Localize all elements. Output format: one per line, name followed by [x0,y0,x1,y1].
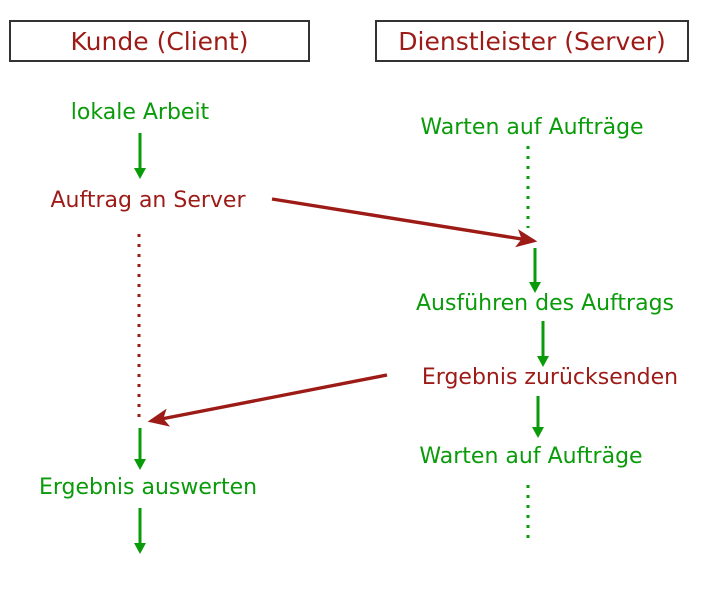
arrow-head [134,543,146,554]
client-arrow-end [133,508,147,554]
arrow-shaft [138,133,142,168]
lane-header-client: Kunde (Client) [9,20,310,62]
arrow-shaft [138,508,142,543]
client-step-ergebnis-auswerten: Ergebnis auswerten [38,475,258,500]
client-step-auftrag-an-server: Auftrag an Server [50,188,246,213]
message-arrow-response [147,373,388,427]
lane-header-server: Dienstleister (Server) [375,20,689,62]
server-arrow-to-warten-2 [531,396,545,438]
arrow-head [529,282,541,293]
client-arrow-to-ergebnis-auswerten [133,428,147,470]
arrow-shaft [533,248,537,282]
client-lifeline-waiting [137,234,141,417]
client-arrow-lokale-arbeit-to-auftrag [133,133,147,179]
arrow-head [134,168,146,179]
server-arrow-to-ausfuehren [528,248,542,293]
server-arrow-to-ergebnis-zuruecksenden [536,321,550,367]
arrow-head [537,356,549,367]
server-step-warten-auf-auftraege-1: Warten auf Aufträge [420,115,644,140]
server-step-ausfuehren-des-auftrags: Ausführen des Auftrags [415,291,675,316]
arrow-shaft [138,428,142,459]
arrow-shaft [541,321,545,356]
lane-header-client-label: Kunde (Client) [70,26,249,56]
arrow-head [134,459,146,470]
lane-header-server-label: Dienstleister (Server) [398,26,666,56]
server-lifeline-waiting-1 [526,146,530,228]
server-step-warten-auf-auftraege-2: Warten auf Aufträge [419,444,643,469]
client-step-lokale-arbeit: lokale Arbeit [70,100,210,125]
server-step-ergebnis-zuruecksenden: Ergebnis zurücksenden [421,365,679,390]
message-arrow-request [271,197,538,248]
arrow-shaft [536,396,540,427]
arrow-head [532,427,544,438]
server-lifeline-waiting-2 [526,485,530,542]
